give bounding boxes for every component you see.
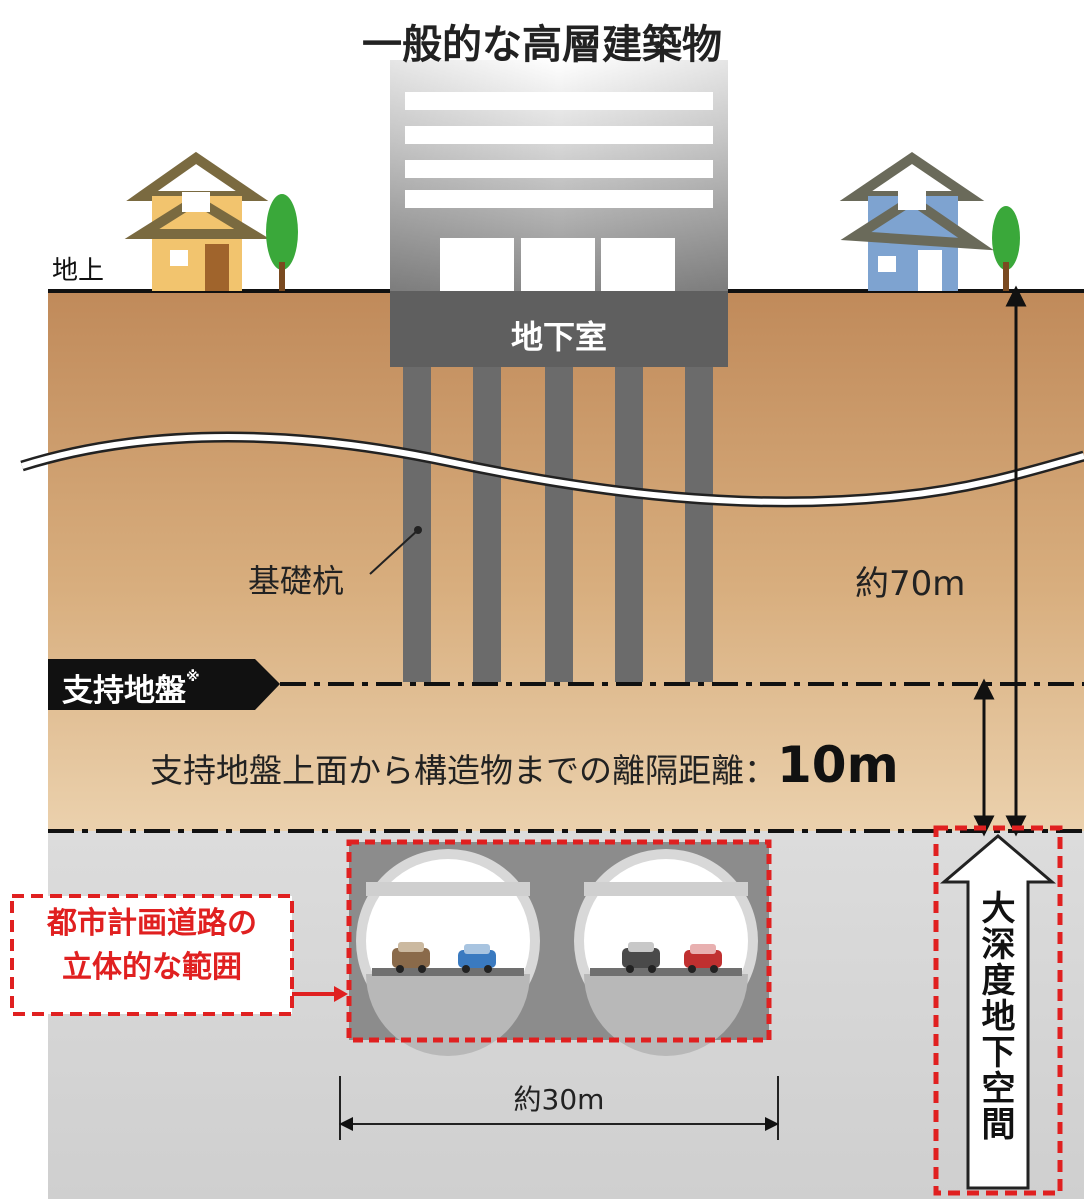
deep-underground-label: 大深度地下空間 bbox=[975, 890, 1015, 1142]
foundation-pile-label: 基礎杭 bbox=[248, 562, 345, 600]
separation-text: 支持地盤上面から構造物までの離隔距離： bbox=[150, 751, 777, 790]
pile-leader-line bbox=[369, 529, 419, 575]
separation-value: 10m bbox=[777, 736, 899, 794]
car-icon bbox=[458, 944, 496, 973]
bearing-tag bbox=[48, 659, 280, 710]
bearing-note-mark: ※ bbox=[186, 669, 200, 685]
tunnel-width-label: 約30m bbox=[513, 1083, 605, 1116]
building-icon bbox=[390, 60, 728, 291]
road-range-pointer-head bbox=[334, 986, 348, 1002]
depth-label: 約70m bbox=[855, 564, 966, 604]
bearing-stratum-label: 支持地盤※ bbox=[62, 665, 200, 710]
road-range-label: 都市計画道路の立体的な範囲 bbox=[14, 902, 290, 990]
ground-label: 地上 bbox=[52, 256, 105, 286]
road-range-box bbox=[10, 894, 294, 1016]
tunnel-right bbox=[574, 849, 758, 1056]
tunnel-left bbox=[356, 849, 540, 1056]
foundation-piles bbox=[403, 367, 713, 682]
page-title: 一般的な高層建築物 bbox=[362, 22, 722, 68]
deep-space-box bbox=[933, 825, 1063, 1196]
house-icon bbox=[124, 151, 270, 291]
car-icon bbox=[392, 942, 430, 973]
road-range-line2: 立体的な範囲 bbox=[62, 950, 242, 985]
basement-label: 地下室 bbox=[510, 318, 607, 356]
tunnel-highlight-box bbox=[346, 839, 772, 1043]
car-icon bbox=[684, 944, 722, 973]
car-icon bbox=[622, 942, 660, 973]
tree-icon bbox=[266, 194, 298, 291]
tree-icon bbox=[992, 206, 1020, 291]
basement bbox=[390, 291, 728, 367]
pile-leader-dot bbox=[414, 526, 422, 534]
bearing-stratum-text: 支持地盤 bbox=[62, 673, 186, 709]
road-range-line1: 都市計画道路の bbox=[47, 906, 257, 941]
separation-label: 支持地盤上面から構造物までの離隔距離：10m bbox=[150, 736, 899, 794]
arrow-icon bbox=[939, 834, 1057, 1190]
house-icon bbox=[839, 151, 994, 291]
